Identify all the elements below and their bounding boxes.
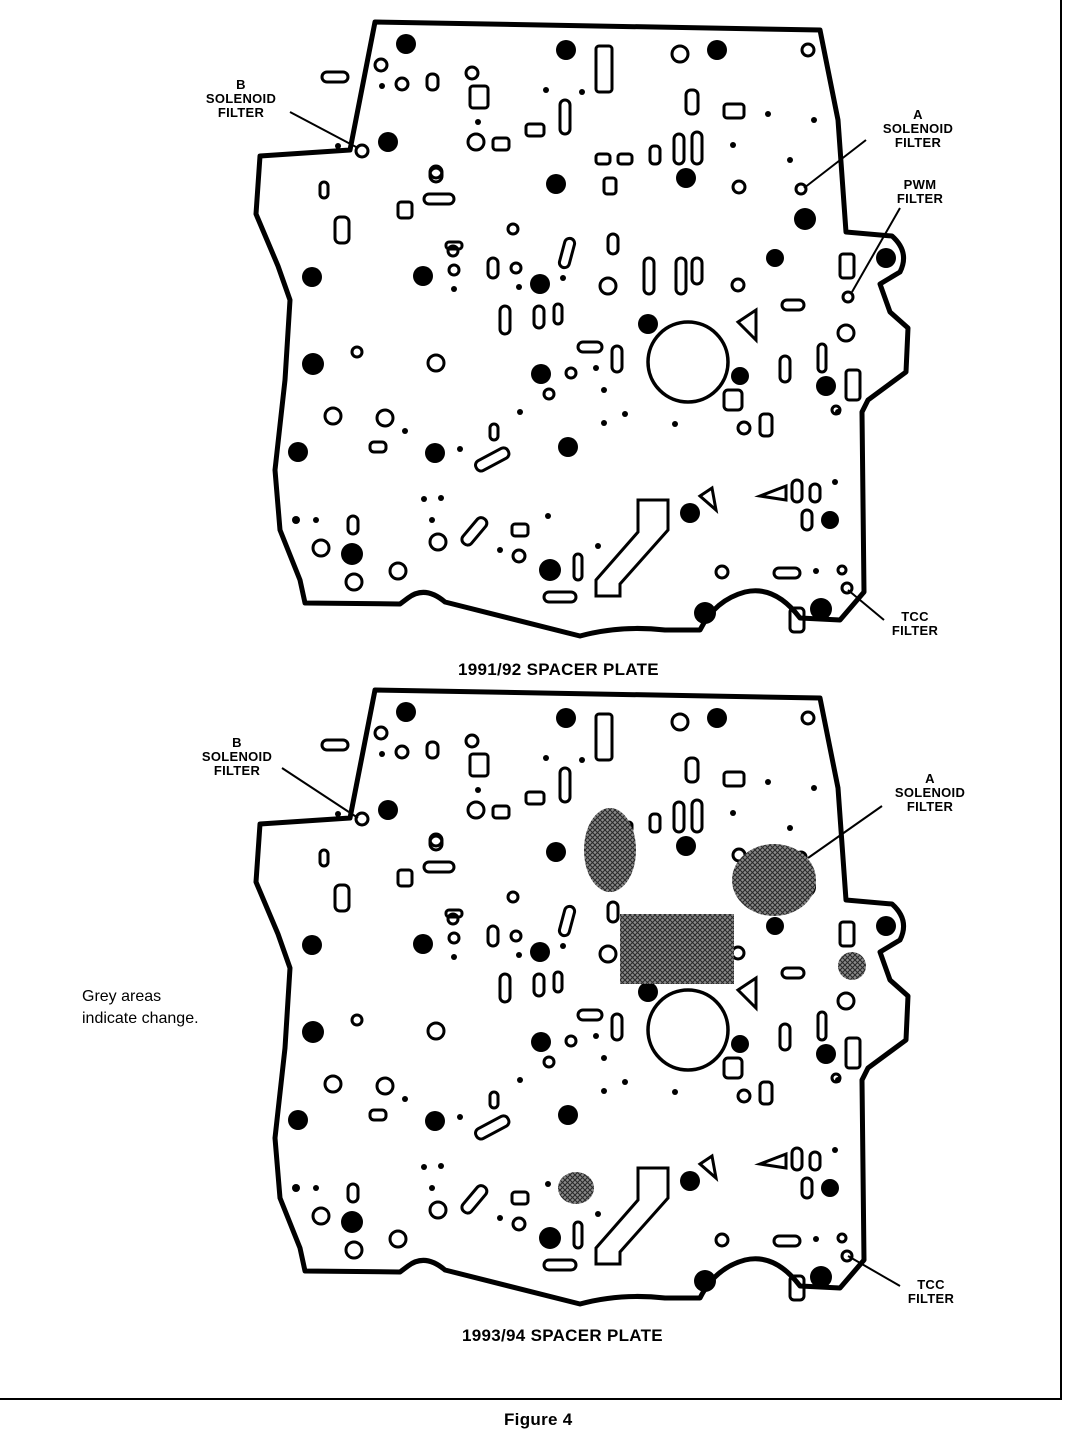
caption-1993-94-spacer-plate: 1993/94 SPACER PLATE	[462, 1326, 663, 1345]
figure-caption: Figure 4	[504, 1410, 573, 1429]
callout-tcc-filter-1993: TCC FILTER	[907, 1277, 955, 1306]
caption-1991-92-spacer-plate: 1991/92 SPACER PLATE	[458, 660, 659, 679]
callout-tcc-filter-1991: TCC FILTER	[891, 609, 939, 638]
callout-a-solenoid-filter-1991: A SOLENOID FILTER	[882, 107, 954, 150]
plate-1993-94	[256, 690, 908, 1304]
callout-leaders-1993	[281, 767, 901, 1287]
page-frame	[0, 0, 1062, 1400]
grey-areas-note: Grey areas indicate change.	[82, 988, 199, 1027]
plate-1991-92	[256, 22, 908, 636]
callout-a-solenoid-filter-1993: A SOLENOID FILTER	[894, 771, 966, 814]
callout-b-solenoid-filter-1993: B SOLENOID FILTER	[201, 735, 273, 778]
callout-leaders-1991	[289, 111, 901, 621]
callout-b-solenoid-filter-1991: B SOLENOID FILTER	[205, 77, 277, 120]
grey-change-areas	[558, 808, 866, 1204]
callout-pwm-filter-1991: PWM FILTER	[896, 177, 944, 206]
